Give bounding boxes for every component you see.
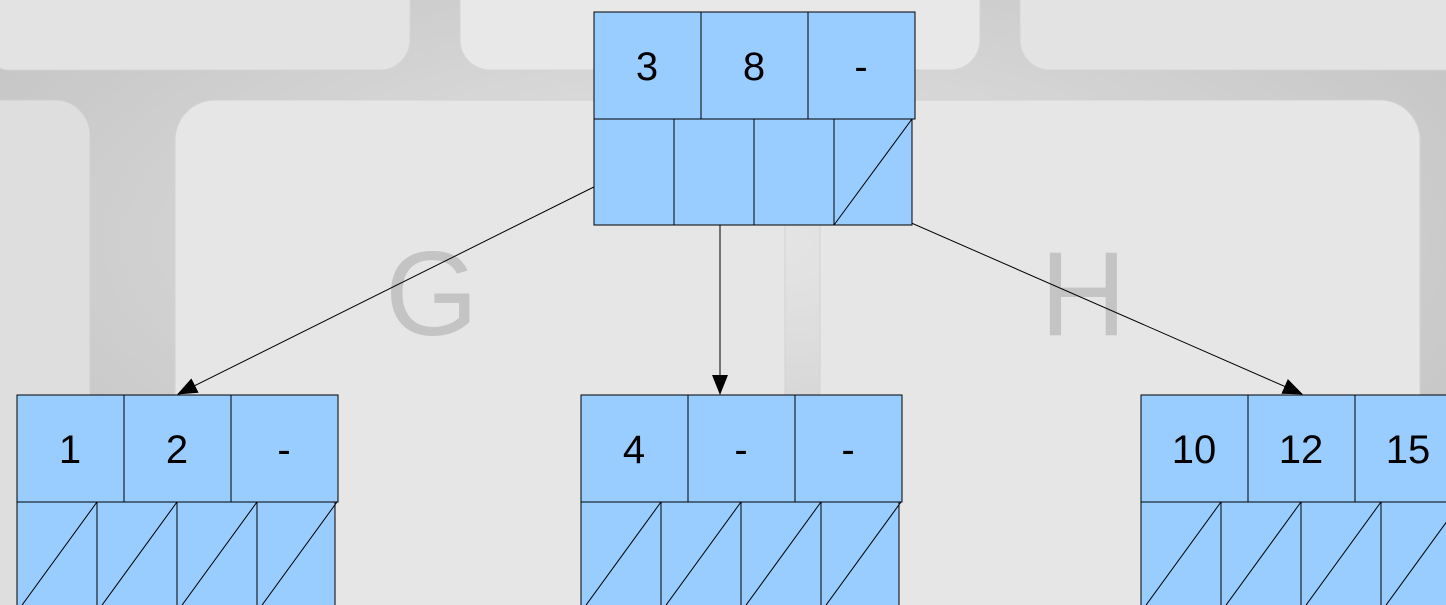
- background-key-h: H: [1040, 227, 1127, 361]
- key-label: 12: [1279, 428, 1324, 472]
- key-label: 4: [623, 428, 645, 472]
- background-key-g: G: [385, 227, 478, 361]
- pointer-cell: [176, 501, 258, 605]
- pointer-cell: [740, 501, 822, 605]
- null-pointer-slash: [825, 501, 902, 605]
- pointer-cell: [1140, 501, 1222, 605]
- null-pointer-slash: [665, 501, 742, 605]
- null-pointer-slash: [261, 501, 338, 605]
- key-label: 8: [743, 45, 765, 89]
- key-label: 10: [1172, 428, 1217, 472]
- key-label: 3: [636, 45, 658, 89]
- key-label: -: [734, 428, 747, 472]
- edge-root-to-left: [177, 169, 629, 395]
- key-label: -: [841, 428, 854, 472]
- key-cell: [230, 394, 339, 503]
- null-pointer-slash: [745, 501, 822, 605]
- key-label: -: [854, 45, 867, 89]
- null-pointer-slash: [585, 501, 662, 605]
- key-cell: [700, 11, 809, 120]
- pointer-cell: [1220, 501, 1302, 605]
- key-cell: [794, 394, 903, 503]
- node-child-middle: 4 - -: [580, 394, 903, 605]
- pointer-cell: [660, 501, 742, 605]
- node-root: 3 8 -: [593, 11, 916, 226]
- key-label: -: [277, 428, 290, 472]
- null-pointer-slash: [1385, 521, 1446, 605]
- pointer-cell: [1300, 501, 1382, 605]
- null-pointer-slash: [1225, 501, 1302, 605]
- key-label: 2: [166, 428, 188, 472]
- pointer-cell: [580, 501, 662, 605]
- pointer-cell: [16, 501, 98, 605]
- null-pointer-slash: [21, 501, 98, 605]
- null-pointer-slash: [1305, 501, 1382, 605]
- key-label: 15: [1386, 428, 1431, 472]
- node-child-right: 10 12 15: [1140, 394, 1446, 605]
- key-cell: [16, 394, 125, 503]
- null-pointer-slash: [181, 501, 258, 605]
- node-child-left: 1 2 -: [16, 394, 339, 605]
- null-pointer-slash: [1145, 501, 1222, 605]
- key-label: 1: [59, 428, 81, 472]
- key-cell: [1247, 394, 1356, 503]
- pointer-cell: [820, 501, 900, 605]
- pointer-cell: [256, 501, 336, 605]
- pointer-cell: [753, 118, 835, 226]
- null-pointer-slash: [101, 501, 178, 605]
- pointer-cell: [593, 118, 675, 226]
- null-pointer-slash: [833, 118, 913, 226]
- pointer-cell: [1380, 501, 1446, 605]
- key-cell: [580, 394, 689, 503]
- pointer-cell: [96, 501, 178, 605]
- key-cell: [807, 11, 916, 120]
- key-cell: [123, 394, 232, 503]
- pointer-cell: [673, 118, 755, 226]
